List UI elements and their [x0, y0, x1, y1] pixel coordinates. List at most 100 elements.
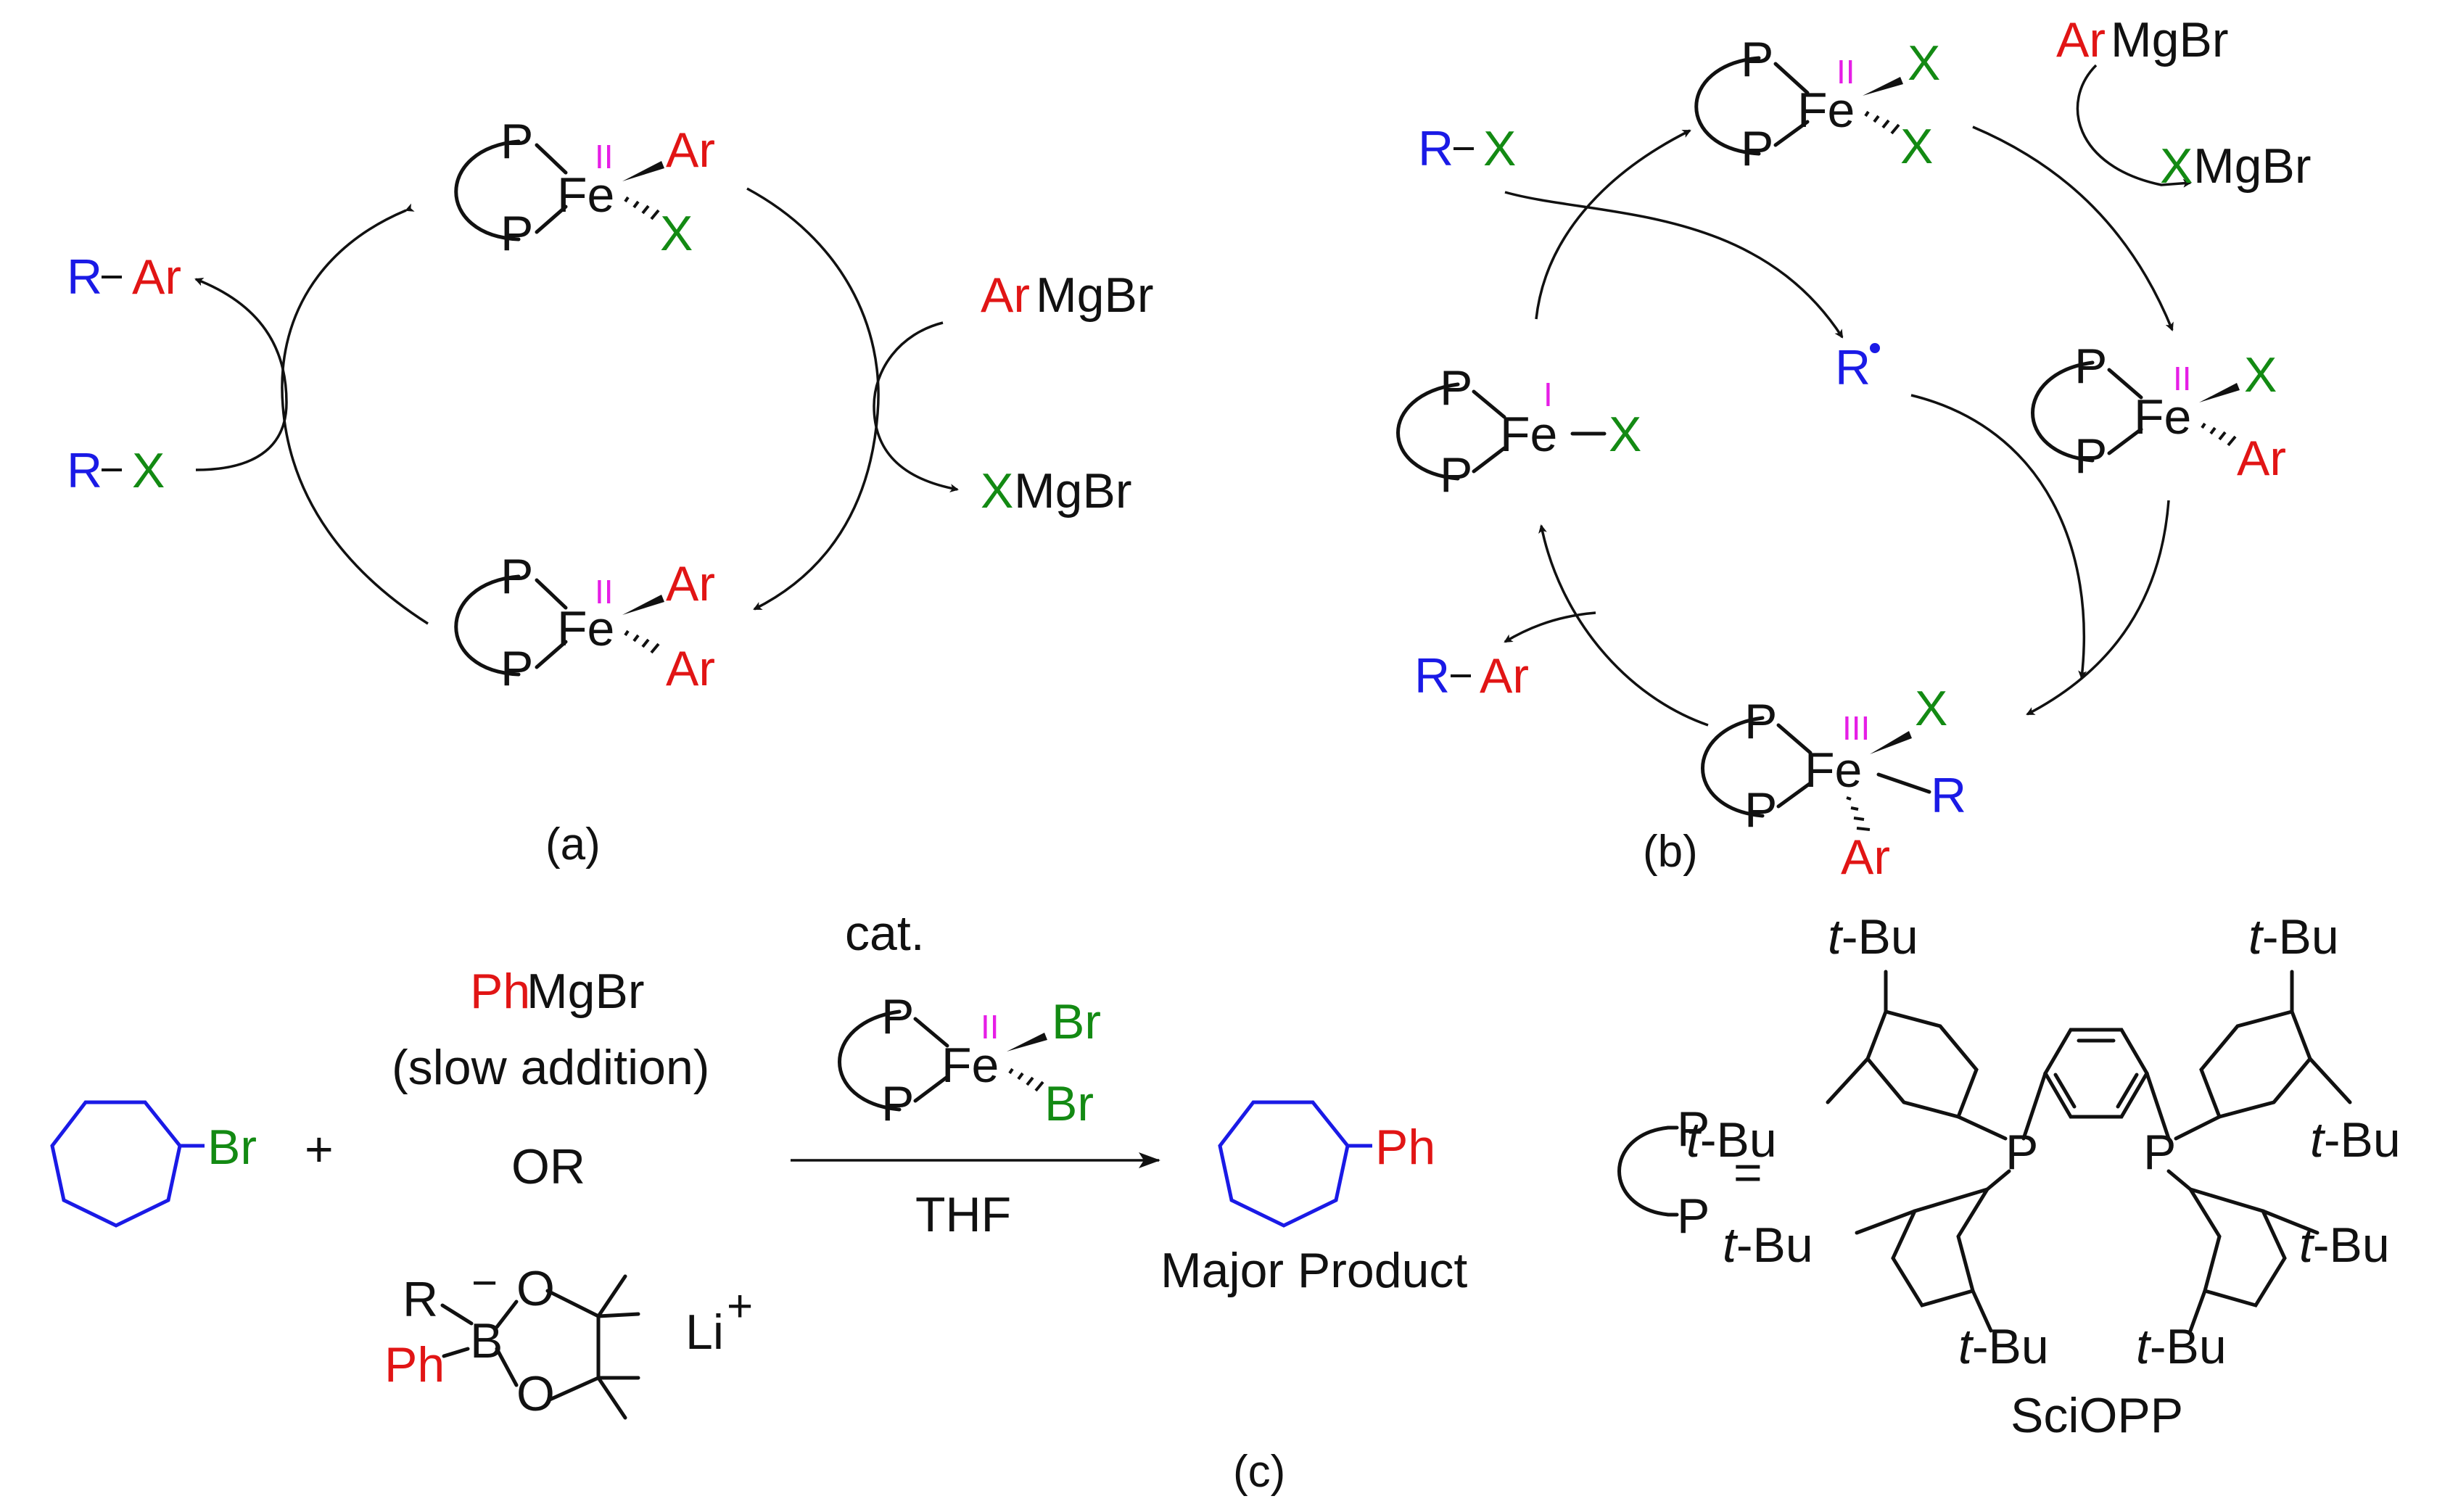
radical-dot	[1870, 343, 1880, 353]
aryl-ligand: Ar	[2237, 431, 2286, 486]
phosphorus-label: P	[500, 549, 533, 604]
oxygen-label: O	[516, 1261, 555, 1316]
panel-b-product: R Ar	[1414, 648, 1529, 703]
oxidation-state: II	[981, 1008, 999, 1046]
hash-bond	[624, 196, 660, 220]
hash-bond	[2201, 422, 2237, 447]
svg-text:t-Bu: t-Bu	[1686, 1112, 1777, 1168]
alkyl-ligand: R	[1931, 768, 1966, 823]
panel-caption: (c)	[1233, 1447, 1285, 1497]
reagent-aryl: Ar	[981, 268, 1030, 323]
tbu-label: t-Bu	[2310, 1112, 2401, 1168]
panel-a-grignard: Ar MgBr	[981, 268, 1153, 323]
slow-addition-note: (slow addition)	[392, 1040, 709, 1095]
svg-text:t-Bu: t-Bu	[1723, 1218, 1813, 1273]
oxidation-state: II	[1836, 53, 1855, 91]
sciopp-ligand: P P t-Bu t-Bu t-Bu t-	[1686, 909, 2401, 1443]
panel-a-top-complex: P P Fe II Ar X	[454, 114, 715, 261]
halide-ligand: X	[1908, 36, 1940, 91]
aryl-group: Ar	[1480, 648, 1529, 703]
cycloheptane-ring	[1218, 1100, 1350, 1228]
hash-bond	[1846, 796, 1871, 831]
iron-label: Fe	[1500, 407, 1557, 462]
halide: X	[1483, 121, 1516, 176]
aryl-group: Ar	[132, 249, 181, 305]
panel-a-bottom-complex: P P Fe II Ar Ar	[454, 549, 715, 696]
wedge-bond	[622, 595, 664, 615]
tbu-label: t-Bu	[2299, 1218, 2390, 1273]
iron-label: Fe	[2134, 389, 2191, 445]
phosphorus-label: P	[1677, 1102, 1710, 1157]
iron-label: Fe	[557, 601, 614, 656]
transmetalation-arrow	[873, 321, 959, 493]
hash-bond	[1864, 110, 1900, 135]
iron-label: Fe	[557, 168, 614, 223]
oxygen-label: O	[516, 1366, 555, 1421]
iron-label: Fe	[1797, 83, 1855, 138]
ligand-definition: P P =	[1617, 1102, 1762, 1244]
byproduct-halide: X	[2160, 139, 2193, 194]
panel-b-radical: R	[1835, 340, 1880, 395]
positive-charge: +	[727, 1281, 753, 1331]
borate-complex: R − Ph B O O Li +	[384, 1258, 753, 1421]
halide-ligand: X	[1915, 681, 1947, 736]
reductive-elimination-arrow	[194, 278, 288, 471]
plus-sign: +	[305, 1122, 334, 1177]
tbu-label: t-Bu	[2248, 909, 2339, 964]
alkyl-group: R	[1414, 648, 1450, 703]
panel-b: P P Fe II X X P P Fe I X	[1396, 12, 2311, 885]
panel-b-left-complex: P P Fe I X	[1396, 360, 1641, 503]
aryl-ligand: Ar	[666, 641, 715, 696]
phenyl-group: Ph	[384, 1337, 445, 1392]
tbu-label: t-Bu	[1723, 1218, 1813, 1273]
oxidation-state: III	[1842, 709, 1870, 747]
phosphorus-label: P	[1440, 360, 1472, 416]
svg-text:t-Bu: t-Bu	[2310, 1112, 2401, 1168]
reagent-options: Ph MgBr (slow addition) OR	[392, 964, 709, 1194]
reagent-phenyl: Ph	[470, 964, 530, 1019]
panel-a: P P Fe II Ar X P P Fe II Ar Ar	[67, 114, 1153, 869]
alkyl-group: R	[1418, 121, 1453, 176]
byproduct-mgbr: MgBr	[1014, 463, 1131, 519]
byproduct-mgbr: MgBr	[2193, 139, 2311, 194]
tbu-label: t-Bu	[1686, 1112, 1777, 1168]
cycle-arc-right	[746, 187, 880, 611]
halide-ligand: X	[1900, 119, 1933, 174]
equals-sign: =	[1733, 1145, 1762, 1200]
phosphorus-label: P	[1741, 32, 1773, 87]
transmetalation-arrow	[2076, 64, 2192, 188]
phosphorus-label: P	[881, 1076, 914, 1131]
phosphorus-label: P	[881, 989, 914, 1044]
oxidation-state: II	[595, 573, 614, 611]
panel-b-byproduct: X MgBr	[2160, 139, 2311, 194]
cycle-arrow-right-to-bottom	[2026, 500, 2170, 716]
phosphorus-label: P	[1744, 694, 1777, 749]
phosphorus-label: P	[2074, 429, 2107, 484]
panel-b-right-complex: P P Fe II X Ar	[2031, 339, 2286, 486]
svg-text:t-Bu: t-Bu	[1958, 1319, 2049, 1374]
wedge-bond	[2199, 383, 2240, 402]
phosphorus-label: P	[1744, 782, 1777, 838]
hash-bond	[1008, 1067, 1044, 1092]
panel-a-byproduct: X MgBr	[981, 463, 1131, 519]
alkyl-radical: R	[1835, 340, 1871, 395]
tbu-label: t-Bu	[1828, 909, 1918, 964]
svg-text:t-Bu: t-Bu	[2299, 1218, 2390, 1273]
or-text: OR	[511, 1139, 585, 1194]
product-label: Major Product	[1160, 1243, 1467, 1298]
phenyl-label: Ph	[1375, 1120, 1435, 1175]
cycle-arrow-top-to-right	[1972, 125, 2174, 331]
reagent-aryl: Ar	[2056, 12, 2106, 67]
aryl-ring	[1865, 1009, 1979, 1119]
panel-caption: (a)	[545, 819, 601, 869]
panel-b-substrate: R X	[1418, 121, 1516, 176]
byproduct-halide: X	[981, 463, 1013, 519]
alkyl-group: R	[67, 443, 102, 498]
central-benzene-ring	[2043, 1028, 2149, 1119]
iron-label: Fe	[941, 1038, 999, 1093]
phosphorus-label: P	[2005, 1125, 2038, 1180]
phosphorus-label: P	[1741, 121, 1773, 176]
solvent-label: THF	[915, 1187, 1011, 1242]
phosphorus-label: P	[500, 641, 533, 696]
